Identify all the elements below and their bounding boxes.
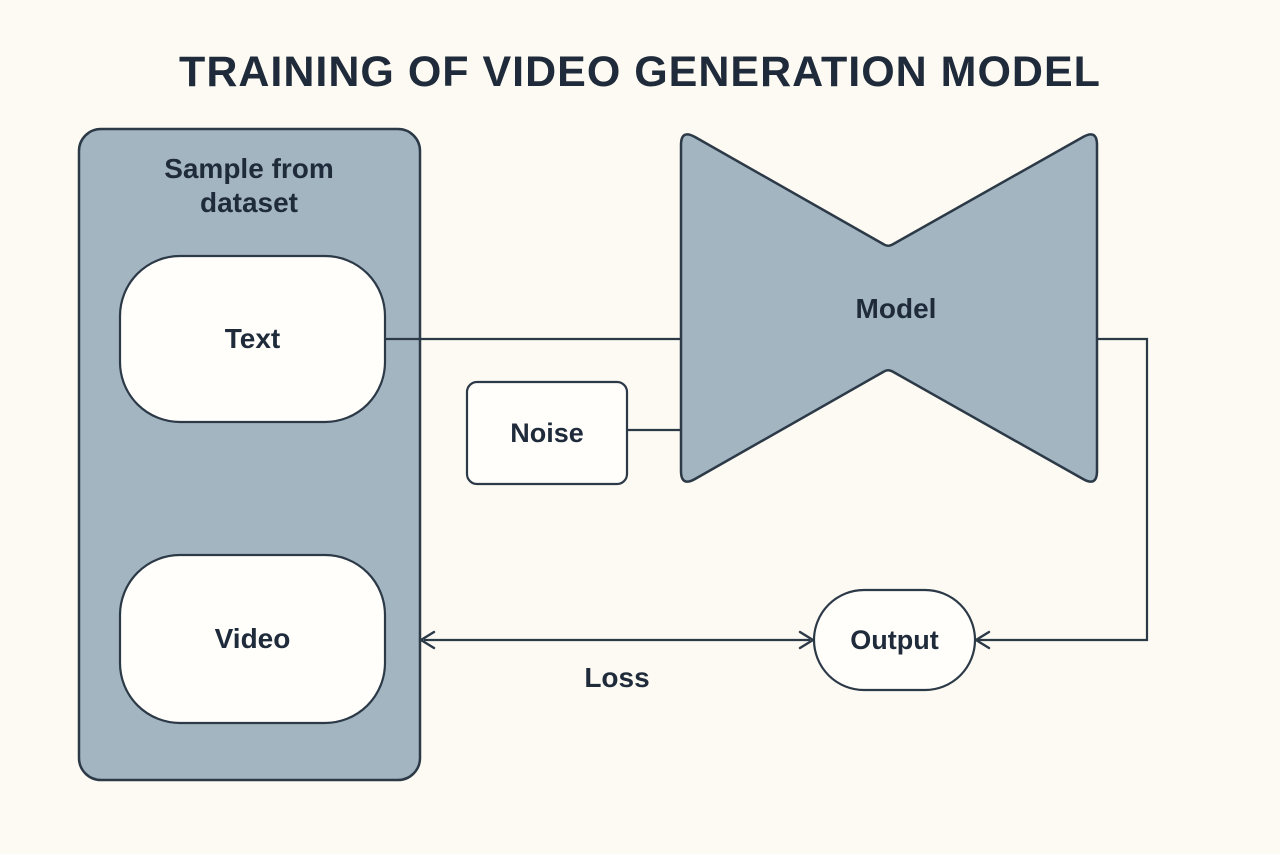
model-bowtie-shape xyxy=(679,133,1099,483)
diagram-title: TRAINING OF VIDEO GENERATION MODEL xyxy=(179,48,1101,96)
noise-node-label: Noise xyxy=(510,417,584,448)
video-node-shape xyxy=(118,553,387,725)
text-node-shape xyxy=(118,254,387,424)
text-node-label: Text xyxy=(224,323,281,354)
output-node-shape xyxy=(812,588,977,692)
edge-model-to-output xyxy=(978,337,1149,642)
video-node-label: Video xyxy=(214,623,291,654)
output-node-label: Output xyxy=(850,624,939,655)
model-node-label: Model xyxy=(855,293,937,324)
dataset-panel-label-text: Sample from dataset xyxy=(164,153,334,218)
loss-edge-label: Loss xyxy=(584,662,650,693)
dataset-panel-label: Sample from dataset xyxy=(88,152,410,226)
arrowhead-into-video xyxy=(419,630,436,650)
noise-node-shape xyxy=(465,380,629,486)
